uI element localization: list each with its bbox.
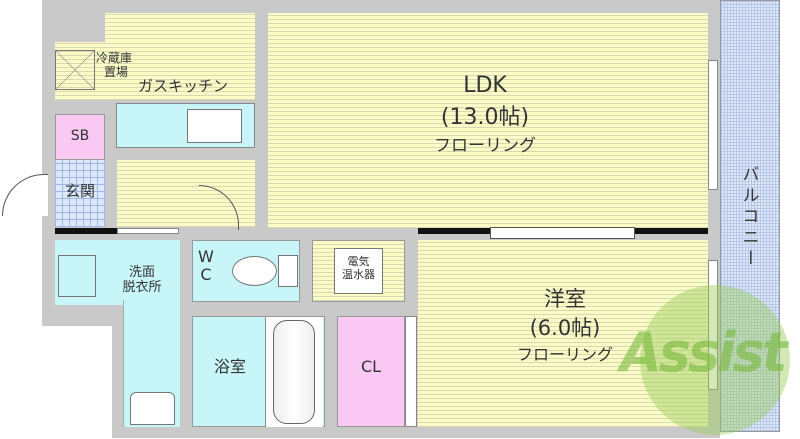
kitchen-label: ガスキッチン xyxy=(138,77,229,95)
entrance-label: 玄関 xyxy=(64,182,95,200)
bath-label: 浴室 xyxy=(213,357,246,376)
water-heater xyxy=(334,248,383,294)
wall-line xyxy=(55,228,117,234)
toilet-icon xyxy=(232,256,277,286)
closet-label: CL xyxy=(360,357,382,376)
watermark-text: Assist xyxy=(620,321,788,384)
toilet-tank xyxy=(278,255,298,287)
entrance xyxy=(55,160,105,227)
ldk-room xyxy=(268,13,708,228)
washroom-label: 洗面脱衣所 xyxy=(122,265,162,295)
window[interactable] xyxy=(117,228,179,234)
fridge-label: 冷蔵庫置場 xyxy=(96,51,133,79)
wash-basin xyxy=(130,392,175,425)
heater-label: 電気温水器 xyxy=(342,255,375,281)
balcony xyxy=(720,0,780,432)
balcony-label: バルコニー xyxy=(738,165,759,270)
washing-machine-space xyxy=(58,255,96,297)
shoe-box xyxy=(55,114,105,160)
balcony-door[interactable] xyxy=(708,260,718,390)
sink xyxy=(187,109,242,143)
balcony-door[interactable] xyxy=(708,60,718,190)
washroom xyxy=(55,240,180,305)
closet-door[interactable] xyxy=(405,316,417,427)
western-label: 洋室(6.0帖)フローリング xyxy=(516,287,613,364)
ldk-label: LDK(13.0帖)フローリング xyxy=(434,73,536,156)
closet[interactable] xyxy=(337,316,405,427)
watermark-logo xyxy=(640,285,790,435)
wall-cutout xyxy=(42,326,112,439)
bathtub-inner xyxy=(273,320,315,424)
western-room xyxy=(418,240,708,427)
sb-label: SB xyxy=(70,128,90,144)
entrance-door[interactable] xyxy=(2,174,48,216)
window[interactable] xyxy=(490,227,635,239)
fridge-space xyxy=(55,50,95,90)
kitchen-area xyxy=(105,13,255,43)
